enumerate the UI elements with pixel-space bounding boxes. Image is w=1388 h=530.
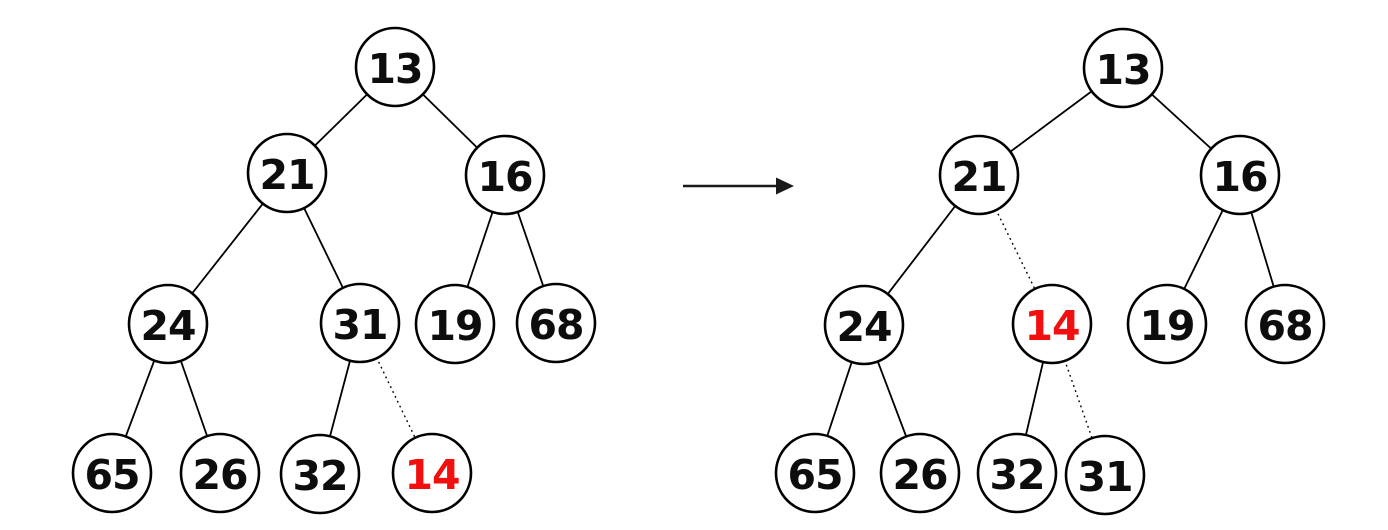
node-value: 26 xyxy=(192,451,247,499)
transition-arrow xyxy=(683,177,794,195)
node-circle xyxy=(279,433,361,515)
node-circle xyxy=(938,134,1020,216)
node-value: 19 xyxy=(1139,302,1194,350)
tree-node-after-31: 31 xyxy=(1064,434,1146,516)
tree-node-before-24: 24 xyxy=(127,283,209,365)
node-circle xyxy=(354,26,436,108)
node-value: 31 xyxy=(332,301,387,349)
node-value: 14 xyxy=(1024,302,1079,350)
node-circle xyxy=(464,134,546,216)
node-value: 32 xyxy=(292,452,347,500)
node-circle xyxy=(774,432,856,514)
tree-node-after-13: 13 xyxy=(1082,27,1164,109)
node-circle xyxy=(391,432,473,514)
tree-node-after-68: 68 xyxy=(1244,283,1326,365)
node-circle xyxy=(515,282,597,364)
tree-node-before-26: 26 xyxy=(179,432,261,514)
tree-node-before-32: 32 xyxy=(279,433,361,515)
node-value: 31 xyxy=(1077,453,1132,501)
node-value: 24 xyxy=(836,303,891,351)
tree-node-after-21: 21 xyxy=(938,134,1020,216)
tree-node-after-14: 14 xyxy=(1011,283,1093,365)
tree-node-before-19: 19 xyxy=(414,283,496,365)
tree-node-before-21: 21 xyxy=(246,132,328,214)
node-circle xyxy=(179,432,261,514)
tree-node-before-14: 14 xyxy=(391,432,473,514)
tree-node-before-31: 31 xyxy=(319,282,401,364)
node-circle xyxy=(71,432,153,514)
node-circle xyxy=(1199,134,1281,216)
node-circle xyxy=(823,284,905,366)
node-value: 16 xyxy=(477,153,532,201)
node-circle xyxy=(1244,283,1326,365)
tree-node-before-13: 13 xyxy=(354,26,436,108)
node-value: 68 xyxy=(528,301,583,349)
node-value: 65 xyxy=(84,451,139,499)
tree-node-after-24: 24 xyxy=(823,284,905,366)
node-circle xyxy=(127,283,209,365)
tree-node-before-68: 68 xyxy=(515,282,597,364)
tree-before: 13 21 16 24 31 19 68 65 26 32 14 xyxy=(71,26,597,515)
tree-node-after-16: 16 xyxy=(1199,134,1281,216)
node-value: 65 xyxy=(787,451,842,499)
node-circle xyxy=(976,432,1058,514)
tree-node-after-65: 65 xyxy=(774,432,856,514)
node-circle xyxy=(1082,27,1164,109)
tree-node-after-26: 26 xyxy=(879,432,961,514)
tree-after: 13 21 16 24 14 19 68 65 26 32 31 xyxy=(774,27,1326,516)
node-value: 13 xyxy=(1095,46,1150,94)
tree-node-before-16: 16 xyxy=(464,134,546,216)
node-value: 16 xyxy=(1212,153,1267,201)
node-value: 21 xyxy=(951,153,1006,201)
node-value: 21 xyxy=(259,151,314,199)
tree-node-after-19: 19 xyxy=(1126,283,1208,365)
node-value: 24 xyxy=(140,302,195,350)
node-circle xyxy=(246,132,328,214)
node-circle xyxy=(414,283,496,365)
node-value: 13 xyxy=(367,45,422,93)
node-circle xyxy=(1064,434,1146,516)
node-circle xyxy=(1126,283,1208,365)
arrow-head-icon xyxy=(776,177,794,195)
node-value: 68 xyxy=(1257,302,1312,350)
tree-node-after-32: 32 xyxy=(976,432,1058,514)
tree-node-before-65: 65 xyxy=(71,432,153,514)
node-circle xyxy=(1011,283,1093,365)
node-circle xyxy=(319,282,401,364)
node-value: 32 xyxy=(989,451,1044,499)
node-value: 19 xyxy=(427,302,482,350)
node-value: 14 xyxy=(404,451,459,499)
node-circle xyxy=(879,432,961,514)
node-value: 26 xyxy=(892,451,947,499)
